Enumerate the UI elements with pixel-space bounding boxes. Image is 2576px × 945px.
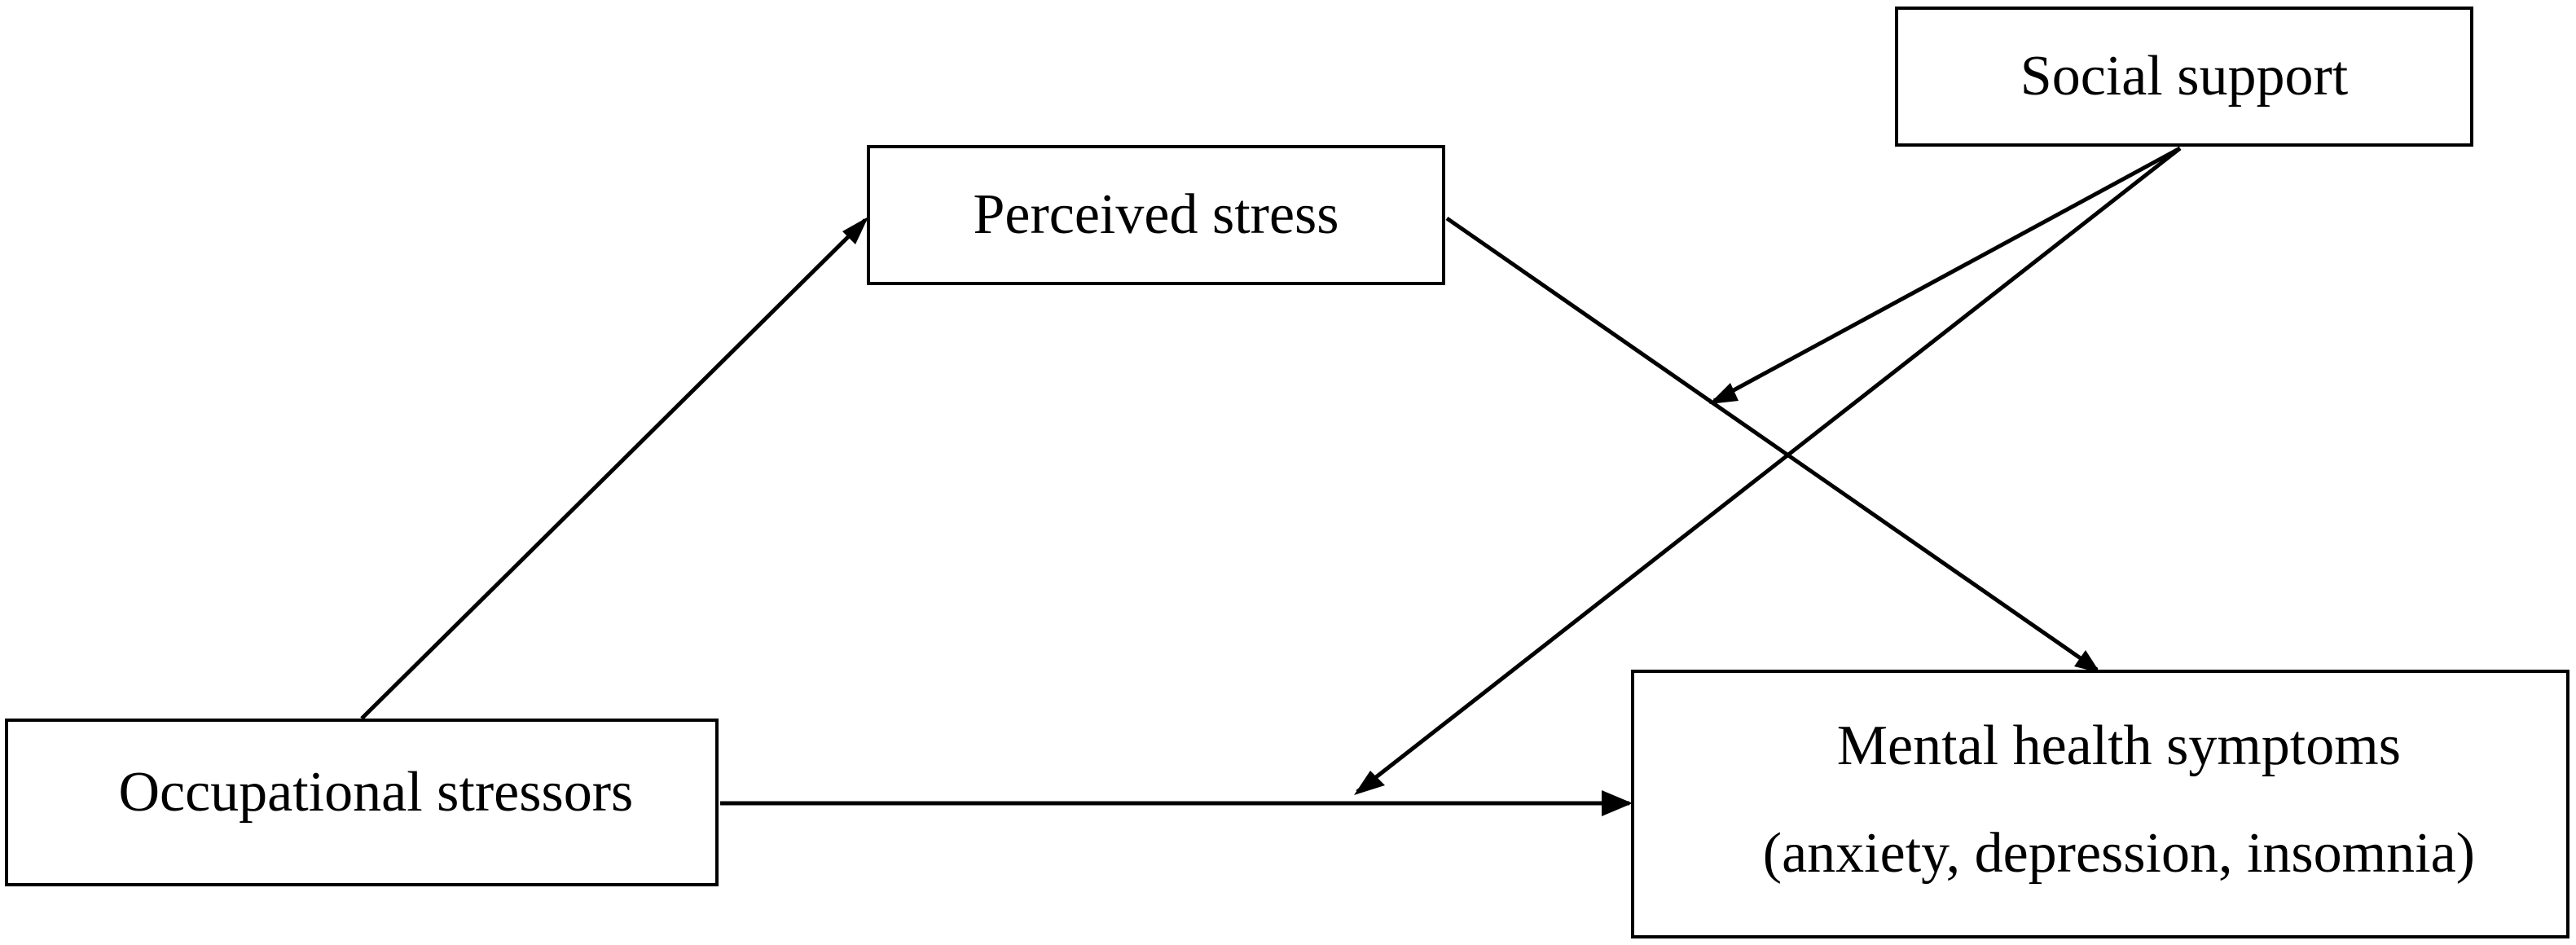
node-perceived-stress: Perceived stress [867,145,1445,285]
arrowhead-social-path-b [1354,771,1385,795]
arrowhead-to-mental-from-perceived [2074,650,2100,673]
edge-occupational-to-perceived [360,218,867,720]
node-label: Occupational stressors [118,761,634,824]
arrowhead-to-mental-from-occupational [1602,790,1633,816]
edge-perceived-to-mental [1445,216,2099,672]
arrowhead-to-perceived [842,217,868,244]
edge-social-to-path-b [1356,147,2182,793]
edge-social-to-path-a [1712,146,2182,403]
node-social-support: Social support [1895,7,2473,147]
node-mental-health-symptoms: Mental health symptoms (anxiety, depress… [1631,670,2569,938]
node-label: Perceived stress [973,183,1339,246]
node-label-line1: Mental health symptoms [1836,714,2401,778]
arrowhead-social-path-a [1709,383,1739,404]
node-occupational-stressors: Occupational stressors [5,719,719,886]
arrowheads [842,217,2100,816]
node-label: Social support [2020,45,2349,108]
node-label-line2: (anxiety, depression, insomnia) [1762,822,2475,886]
